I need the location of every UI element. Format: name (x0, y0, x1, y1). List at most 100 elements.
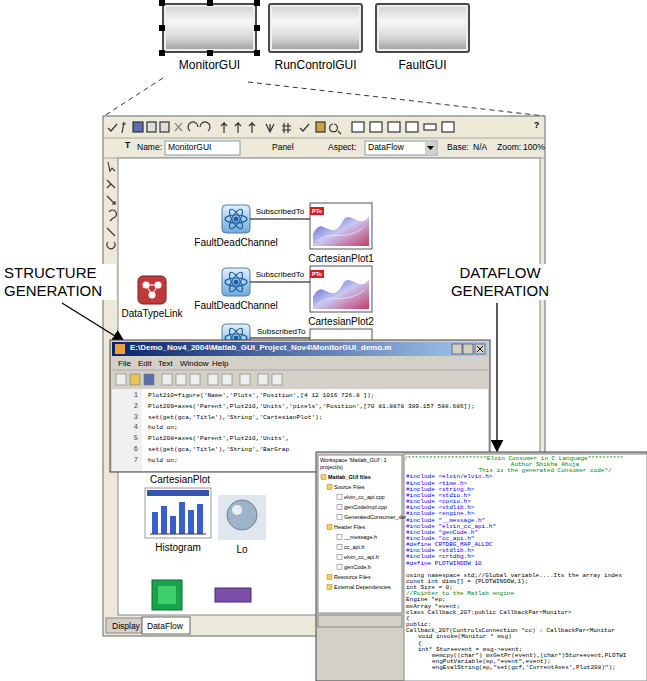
menu-item: Edit (138, 359, 152, 368)
shape-rect (463, 344, 473, 354)
shape-rect (337, 535, 342, 540)
shape-path (266, 124, 274, 132)
shape-rect (475, 344, 485, 354)
node-label: Histogram (155, 542, 201, 553)
toolbar-text: Panel (272, 143, 294, 153)
line-number: 4 (124, 423, 138, 431)
shape-rect (133, 122, 143, 132)
tree-item: cc_api.h (344, 544, 365, 551)
shape-rect (116, 374, 126, 385)
component-box: FaultGUI (375, 3, 470, 53)
shape-rect (138, 276, 166, 304)
shape-line (250, 338, 310, 339)
shape-rect (337, 505, 342, 510)
shape-rect (130, 374, 140, 385)
shape-path (235, 123, 241, 133)
menu-item: File (118, 359, 131, 368)
line-number: 5 (124, 434, 138, 442)
code-line: Plot210=figure('Name','Plots','Position'… (148, 392, 375, 399)
shape-rect (112, 389, 142, 471)
shape-path (107, 180, 115, 188)
port-label: PTo (312, 271, 322, 277)
shape-rect (388, 122, 400, 132)
shape-rect (161, 506, 167, 534)
shape-rect (144, 374, 154, 385)
shape-rect (112, 342, 488, 356)
model-icon: Histogram (145, 488, 211, 538)
shape-rect (452, 344, 462, 354)
shape-path (330, 124, 342, 134)
code-line: class Callback_207:public CallbackPar<Mo… (406, 610, 572, 616)
code-line: Plot208=axes('Parent',Plot210,'Units', (148, 435, 289, 442)
shape-rect (337, 495, 342, 500)
toolbar-text: ? (534, 121, 539, 131)
model-icon: DataTypeLink (138, 276, 166, 304)
shape-rect (310, 270, 324, 278)
toolbar-text: 100% (523, 143, 545, 153)
shape-path (477, 346, 483, 352)
code-line: engEvalString(ep,"set(gcf,'CurrentAxes',… (432, 665, 616, 671)
shape-rect (327, 585, 332, 590)
shape-line (112, 370, 488, 371)
toolbar-text: Zoom: (497, 143, 521, 153)
shape-rect (158, 586, 176, 604)
shape-path (104, 78, 544, 116)
tab-label: Display (112, 622, 140, 632)
menu-item: Window (180, 359, 208, 368)
shape-path (188, 122, 198, 131)
tree-item: __message.h (344, 534, 377, 541)
shape-rect (370, 122, 382, 132)
shape-rect (222, 374, 232, 385)
shape-rect (327, 485, 332, 490)
tree-item: genCode.h (344, 564, 371, 571)
shape-rect (188, 510, 194, 534)
shape-rect (327, 525, 332, 530)
tree-item: genCodeImpl.cpp (344, 504, 387, 511)
shape-rect (179, 502, 185, 534)
shape-rect (318, 455, 402, 613)
menu-item: Help (212, 359, 228, 368)
shape-path (427, 146, 434, 150)
shape-rect (218, 495, 266, 540)
shape-use (222, 205, 250, 233)
line-number: 3 (124, 413, 138, 421)
code-line: hold on; (148, 457, 178, 464)
node-label: MonitorGUI (179, 58, 240, 72)
node-label: DataTypeLink (121, 308, 182, 319)
shape-rect (272, 374, 282, 385)
toolbar-text: DataFlow (368, 143, 404, 153)
line-number: 1 (124, 391, 138, 399)
shape-rect (404, 454, 647, 681)
shape-rect (318, 615, 402, 627)
shape-path (122, 122, 126, 133)
shape-path (107, 242, 115, 249)
shape-path (282, 123, 291, 133)
shape-path (249, 123, 255, 133)
shape-rect (165, 141, 240, 155)
shape-line (62, 303, 123, 341)
shape-rect (316, 122, 325, 132)
node-label: Lo (236, 544, 247, 555)
shape-use (310, 203, 372, 249)
canvas-label: CartesianPlot (150, 474, 210, 486)
node-label: FaultDeadChannel (194, 300, 277, 311)
shape-g (107, 162, 116, 249)
connection-label: SubscribedTo (256, 270, 304, 279)
shape-rect (106, 618, 142, 633)
shape-path (221, 123, 227, 133)
shape-rect (337, 555, 342, 560)
node-label: CartesianPlot2 (308, 316, 374, 327)
shape-circle (227, 500, 257, 530)
line-number: 7 (124, 456, 138, 464)
connection-label: SubscribedTo (256, 207, 304, 216)
callout-text: DATAFLOW GENERATION (430, 264, 570, 300)
tree-item: elvin_cc_api.cpp (344, 494, 385, 501)
connection-label: SubscribedTo (257, 327, 305, 336)
shape-rect (145, 488, 211, 538)
node-label: RunControlGUI (274, 58, 356, 72)
tree-item: GeneratedConsumer_der (344, 514, 406, 521)
shape-rect (337, 545, 342, 550)
shape-rect (147, 122, 156, 132)
line-number: 2 (124, 402, 138, 410)
